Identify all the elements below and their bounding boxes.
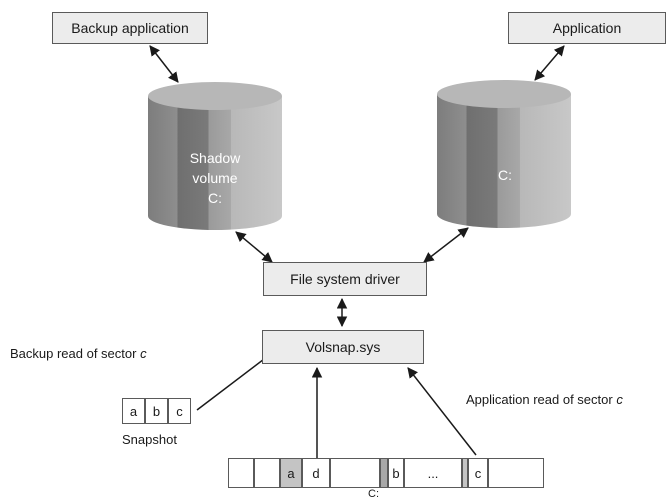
shadow-volume-line-3: C: <box>208 190 222 206</box>
live-volume-label: C: <box>498 167 512 183</box>
disk-cell <box>462 458 468 488</box>
disk-cell <box>330 458 380 488</box>
application-read-text: Application read of sector <box>466 392 617 407</box>
disk-cell: ... <box>404 458 462 488</box>
disk-cell: c <box>468 458 488 488</box>
application-box: Application <box>508 12 666 44</box>
disk-cell <box>254 458 280 488</box>
snapshot-label: Snapshot <box>122 432 177 447</box>
shadow-volume-cylinder <box>148 82 282 230</box>
arrow-disk-c-to-volsnap <box>407 367 477 456</box>
shadow-volume-label: Shadow volume C: <box>170 148 260 208</box>
backup-read-text: Backup read of sector <box>10 346 141 361</box>
live-volume-cylinder <box>437 80 571 228</box>
shadow-volume-line-1: Shadow <box>189 150 241 166</box>
snapshot-cell: c <box>168 398 191 424</box>
disk-cell <box>380 458 388 488</box>
arrow-app-to-live <box>534 45 565 81</box>
backup-application-box: Backup application <box>52 12 208 44</box>
arrow-backup-to-shadow <box>149 45 179 83</box>
application-read-label: Application read of sector c <box>466 392 623 407</box>
snapshot-cell: a <box>122 398 145 424</box>
arrow-live-to-fsd <box>423 227 469 263</box>
file-system-driver-box: File system driver <box>263 262 427 296</box>
arrow-shadow-to-fsd <box>235 231 273 263</box>
disk-cell: b <box>388 458 404 488</box>
disk-cell <box>228 458 254 488</box>
disk-label: C: <box>368 488 379 500</box>
disk-cell: d <box>302 458 330 488</box>
disk-cell: a <box>280 458 302 488</box>
snapshot-cell: b <box>145 398 168 424</box>
backup-read-sector-var: c <box>140 346 147 361</box>
volsnap-box: Volsnap.sys <box>262 330 424 364</box>
backup-read-label: Backup read of sector c <box>10 346 147 361</box>
shadow-volume-line-2: volume <box>192 170 238 186</box>
application-read-sector-var: c <box>616 392 623 407</box>
disk-cell <box>488 458 544 488</box>
